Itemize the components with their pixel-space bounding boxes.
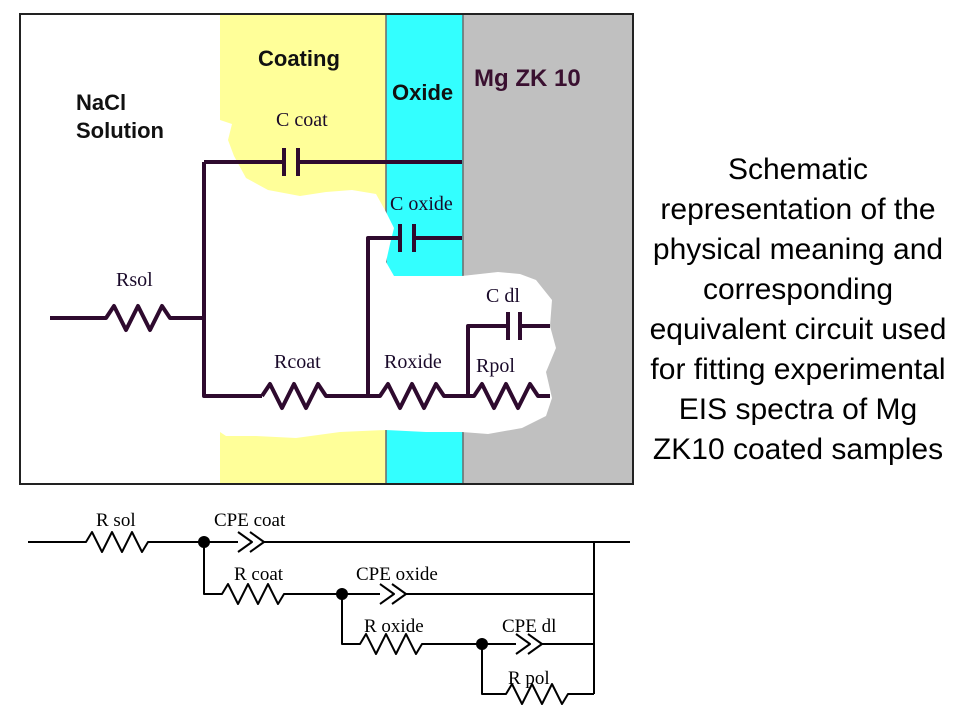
roxide-resistor xyxy=(368,382,468,410)
c-oxide-label: C oxide xyxy=(390,193,453,215)
circuit-cpe-coat-label: CPE coat xyxy=(214,510,286,531)
metal-label: Mg ZK 10 xyxy=(474,65,581,92)
solution-label-line2: Solution xyxy=(76,118,164,143)
circuit-r-oxide-label: R oxide xyxy=(364,616,424,637)
oxide-label: Oxide xyxy=(392,80,453,105)
coxide-capacitor xyxy=(398,224,416,252)
rcoat-resistor xyxy=(260,382,368,410)
r-sol-label: Rsol xyxy=(116,269,153,291)
circuit-r-coat-label: R coat xyxy=(234,564,284,585)
r-pol-label: Rpol xyxy=(476,355,515,377)
ccoat-capacitor xyxy=(282,148,300,176)
solution-label-line1: NaCl xyxy=(76,90,126,115)
junction-node xyxy=(476,638,488,650)
schematic-wires xyxy=(50,148,550,410)
figure-caption: Schematic representation of the physical… xyxy=(649,153,947,466)
equivalent-circuit: R sol CPE coat R coat CPE oxide R oxide … xyxy=(28,510,630,705)
circuit-cpe-dl-label: CPE dl xyxy=(502,616,556,637)
r-coat-label: Rcoat xyxy=(274,351,321,373)
junction-node xyxy=(198,536,210,548)
schematic-panel: NaCl Solution Coating Oxide Mg ZK 10 C c… xyxy=(19,13,634,485)
r-oxide-label: Roxide xyxy=(384,351,442,373)
cdl-capacitor xyxy=(506,312,522,340)
rsol-resistor xyxy=(50,304,204,332)
pore-defect xyxy=(220,120,556,438)
rpol-resistor xyxy=(468,382,550,410)
c-dl-label: C dl xyxy=(486,285,520,307)
coating-label: Coating xyxy=(258,46,340,71)
junction-node xyxy=(336,588,348,600)
circuit-cpe-oxide-label: CPE oxide xyxy=(356,564,438,585)
circuit-r-sol-label: R sol xyxy=(96,510,136,531)
c-coat-label: C coat xyxy=(276,109,328,131)
circuit-r-pol-label: R pol xyxy=(508,668,550,689)
